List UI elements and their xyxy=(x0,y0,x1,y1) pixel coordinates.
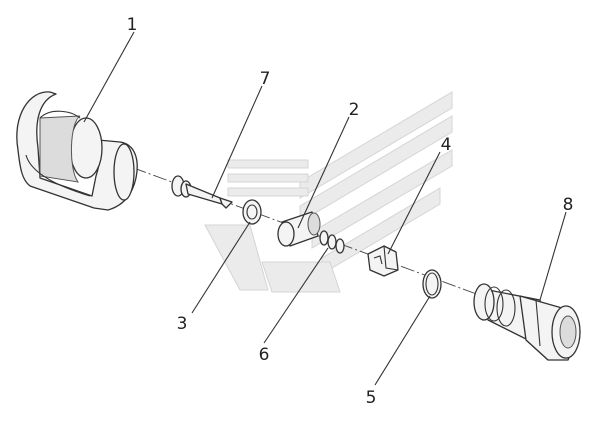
callout-5: 5 xyxy=(366,388,377,408)
part-4-latch xyxy=(367,245,399,277)
callout-2: 2 xyxy=(349,100,360,120)
callout-3: 3 xyxy=(177,314,188,334)
part-5-retaining-ring xyxy=(422,269,442,299)
leader-7 xyxy=(211,85,263,199)
part-2-sleeve xyxy=(277,211,321,247)
leader-1 xyxy=(83,31,135,123)
leader-3 xyxy=(191,221,251,314)
leader-lines xyxy=(83,31,567,386)
leader-8 xyxy=(539,211,567,301)
part-7-spindle xyxy=(171,175,233,209)
part-6-rings xyxy=(319,230,345,254)
callout-4: 4 xyxy=(441,135,452,155)
watermark-logo xyxy=(204,91,453,293)
leader-2 xyxy=(297,116,350,229)
callout-1: 1 xyxy=(127,15,138,35)
leader-6 xyxy=(263,247,329,344)
leader-4 xyxy=(387,151,441,255)
callout-7: 7 xyxy=(260,69,271,89)
part-8-coupling xyxy=(473,283,581,361)
callout-6: 6 xyxy=(259,345,270,365)
callout-8: 8 xyxy=(563,195,574,215)
part-3-washer xyxy=(242,199,262,225)
leader-5 xyxy=(374,295,431,386)
part-1-saddle-bracket xyxy=(16,91,138,211)
